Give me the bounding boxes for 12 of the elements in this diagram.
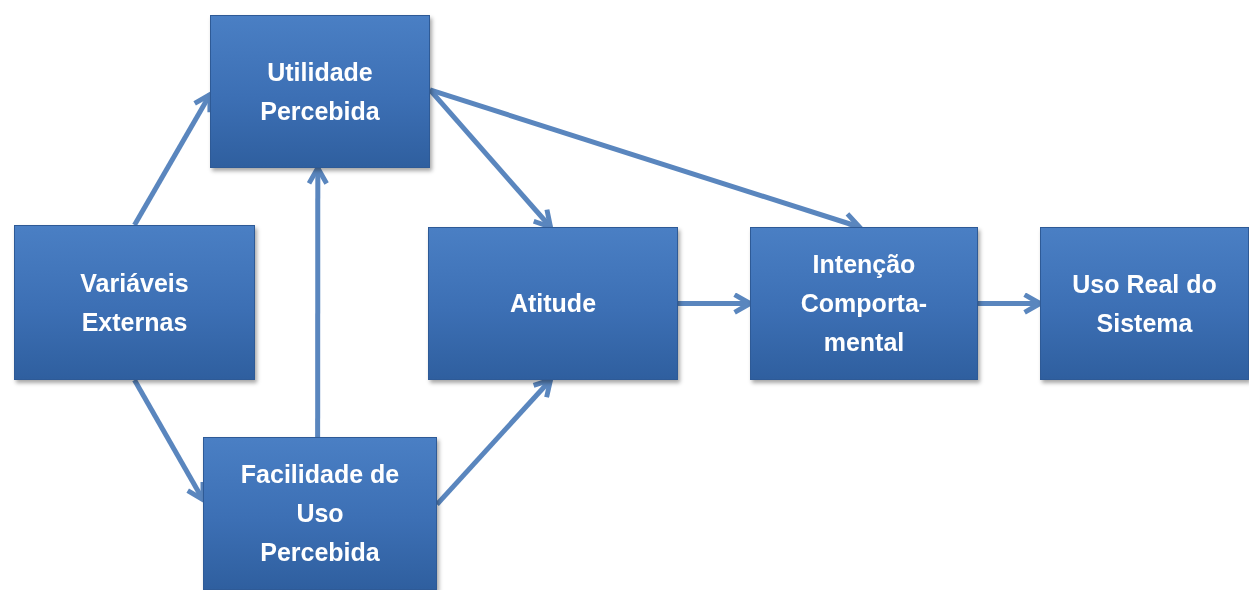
box-label: Intenção Comporta- mental bbox=[799, 249, 929, 358]
box-label: Facilidade de Uso Percebida bbox=[239, 459, 401, 568]
process-box bbox=[203, 437, 437, 590]
box-label: Variáveis Externas bbox=[79, 267, 190, 338]
process-box bbox=[1040, 227, 1249, 380]
box-label: Uso Real do Sistema bbox=[1071, 268, 1218, 339]
process-box bbox=[750, 227, 978, 380]
box-label: Utilidade Percebida bbox=[259, 56, 381, 127]
process-box bbox=[428, 227, 678, 380]
process-box bbox=[14, 225, 255, 380]
box-label: Atitude bbox=[509, 288, 597, 320]
process-box bbox=[210, 15, 430, 168]
